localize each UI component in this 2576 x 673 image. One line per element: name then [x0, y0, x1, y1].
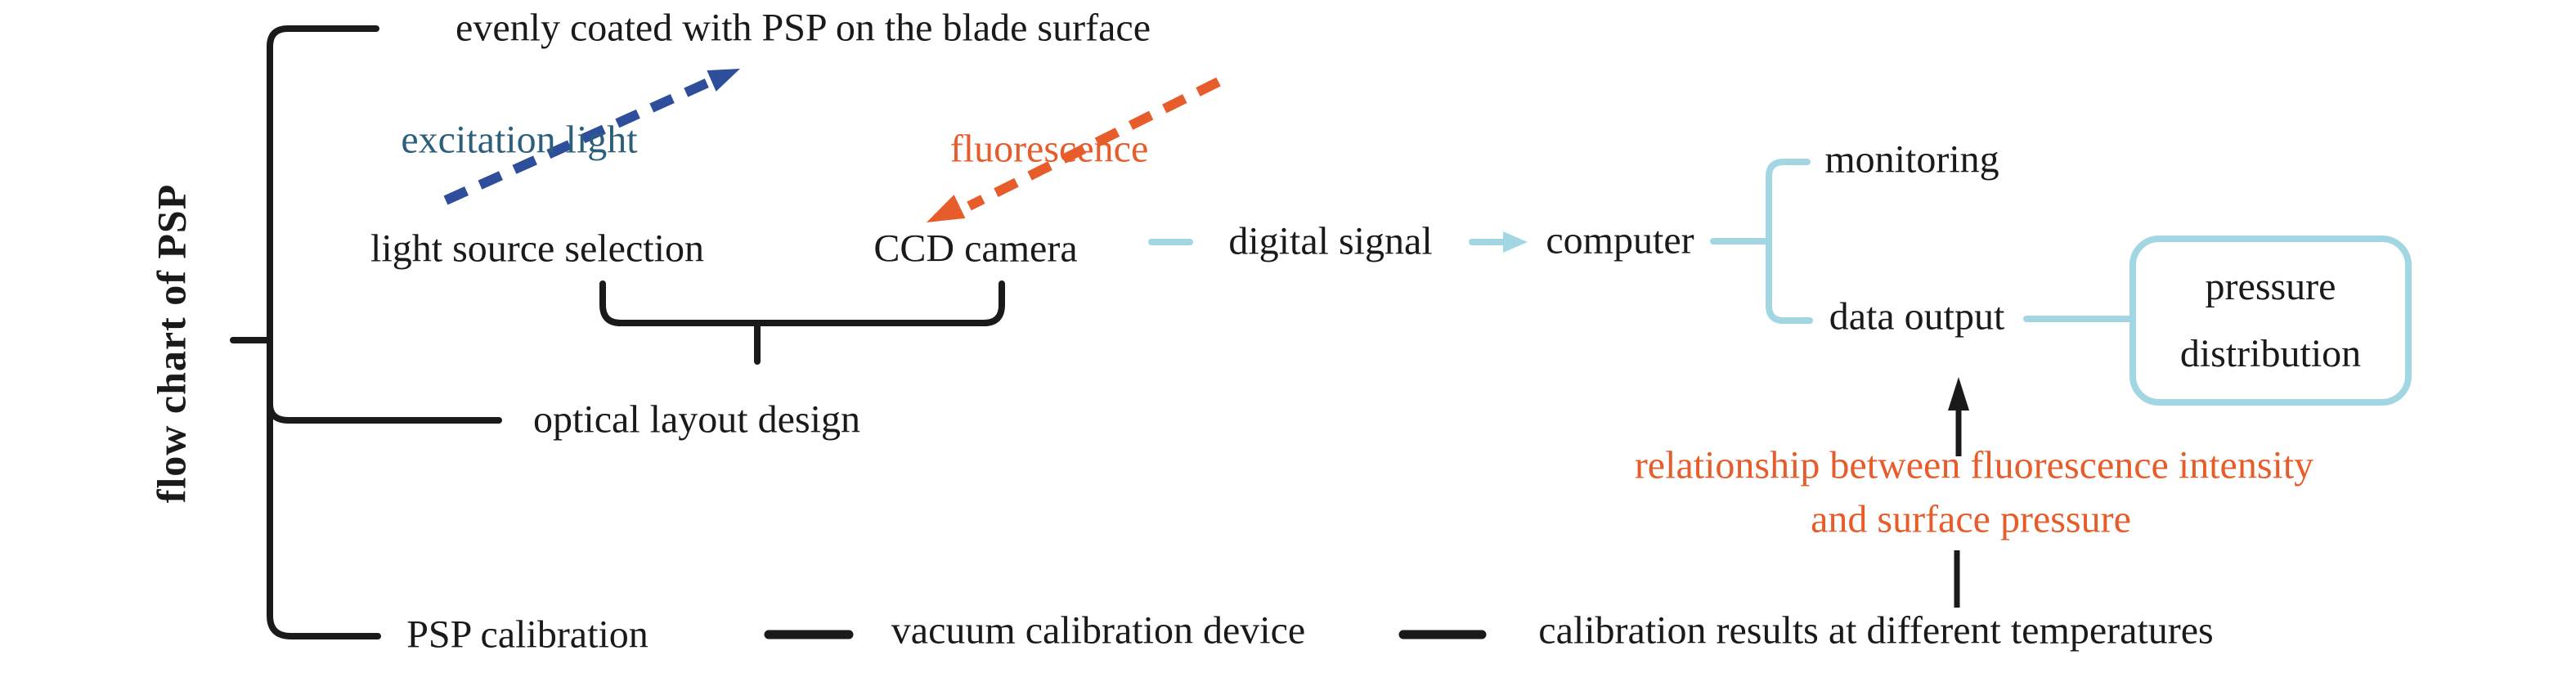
- relationship-line1-label: relationship between fluorescence intens…: [1634, 443, 2314, 487]
- branch-coating-label: evenly coated with PSP on the blade surf…: [456, 6, 1151, 50]
- excitation-arrow-head: [707, 69, 740, 92]
- root-bracket: [267, 25, 381, 639]
- relationship-to-data-output-arrow-head: [1948, 377, 1969, 411]
- optical-group-brace: [599, 280, 1005, 326]
- pressure-line2: distribution: [2179, 332, 2362, 375]
- ccd-camera-label: CCD camera: [873, 227, 1078, 271]
- digital-to-computer-arrow-head: [1503, 231, 1528, 253]
- calibration-results-label: calibration results at different tempera…: [1538, 608, 2214, 653]
- pressure-distribution-box: [2129, 236, 2412, 406]
- fluorescence-arrow-head: [927, 195, 966, 222]
- pressure-distribution-text: pressure distribution: [2133, 239, 2408, 402]
- monitoring-label: monitoring: [1824, 137, 1999, 182]
- relationship-line2-label: and surface pressure: [1811, 497, 2131, 541]
- branch-optical-label: optical layout design: [533, 397, 860, 442]
- fluorescence-arrow-line: [967, 77, 1221, 211]
- excitation-arrow-line: [443, 77, 712, 205]
- pressure-line1: pressure: [2205, 265, 2336, 309]
- computer-label: computer: [1546, 218, 1694, 262]
- output-split-bracket: [1766, 159, 1813, 324]
- data-output-label: data output: [1829, 294, 2005, 339]
- fluorescence-label: fluorescence: [949, 127, 1149, 171]
- light-source-label: light source selection: [370, 227, 704, 271]
- flow-chart-title: flow chart of PSP: [148, 183, 195, 504]
- excitation-light-label: excitation light: [401, 118, 638, 162]
- branch-calibration-label: PSP calibration: [406, 612, 648, 657]
- vacuum-device-label: vacuum calibration device: [891, 608, 1306, 653]
- root-bracket-middle-branch: [267, 401, 502, 424]
- digital-signal-label: digital signal: [1228, 219, 1433, 263]
